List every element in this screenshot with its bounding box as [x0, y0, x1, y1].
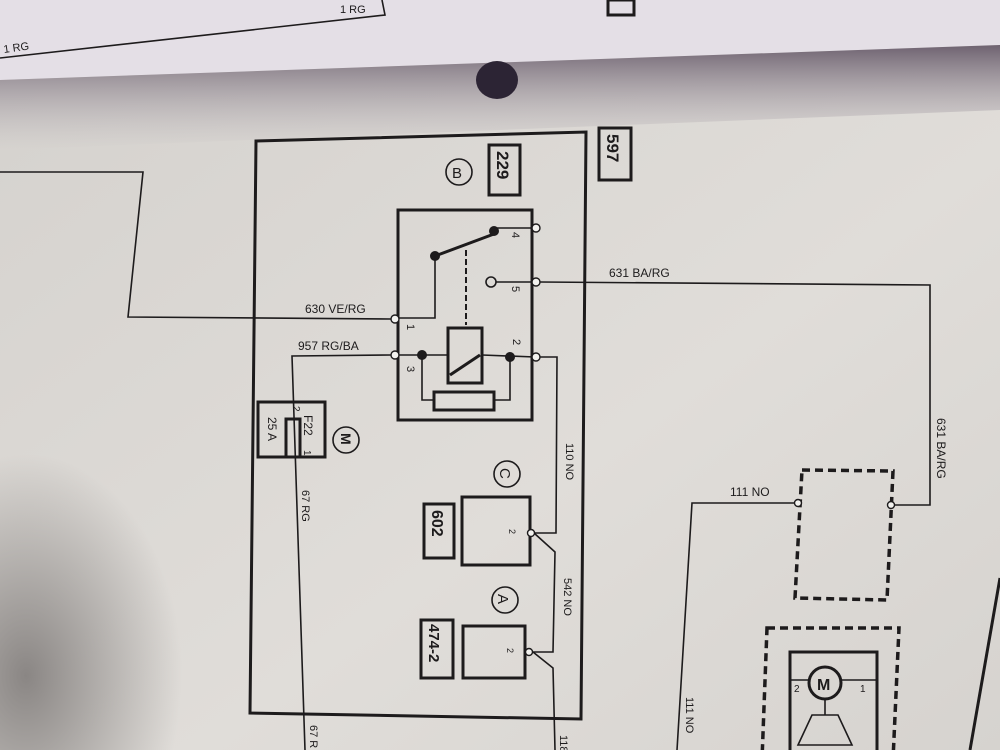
connector-c-letter-circle [493, 460, 521, 488]
wire-957-67 [291, 354, 392, 750]
enclosure-id: 597 [603, 134, 622, 162]
connector-c-id: 602 [428, 510, 445, 537]
top-box [606, 0, 636, 17]
connector-a-id: 474-2 [425, 624, 442, 662]
top-wire-label: 1 RG [340, 4, 366, 16]
pin-label: 4 [509, 232, 521, 238]
motor-box [788, 650, 879, 750]
wire-110 [533, 356, 558, 534]
wire-111 [676, 502, 796, 750]
wire-label: 111 NO [683, 697, 695, 734]
wire-542 [533, 532, 556, 653]
wire-label: 67 RG [299, 490, 311, 522]
fuse-name: F22 [301, 415, 315, 436]
pin-label: 2 [794, 684, 800, 695]
relay-resistor [432, 390, 496, 412]
page-edge-line [968, 577, 1000, 750]
motor-symbol: M [817, 677, 830, 694]
wire-118 [532, 651, 556, 750]
wire-630 [0, 171, 392, 320]
pin-label: 1 [404, 324, 416, 330]
speaker-horn-icon [796, 714, 854, 746]
connector-a-id-box [419, 618, 455, 680]
fuse-rating: 25 A [265, 417, 279, 441]
enclosure-id-box [597, 126, 633, 182]
relay-id: 229 [493, 151, 512, 179]
wire-label: 110 NO [563, 443, 575, 481]
wire-label: 111 NO [730, 485, 770, 499]
relay-letter-circle [445, 158, 473, 186]
wire-label: 542 NO [561, 578, 573, 616]
pin-label: 5 [509, 286, 521, 292]
pin-label: 3 [404, 366, 416, 372]
wire-label: 631 BA/RG [609, 266, 670, 280]
wire-label: 631 BA/RG [934, 418, 948, 479]
wire-label: 630 VE/RG [305, 302, 366, 316]
top-wire [0, 0, 386, 59]
enclosure-597 [248, 130, 588, 721]
binder-ring-hole [476, 61, 518, 99]
fuse-letter-circle [332, 426, 360, 454]
connector-a-letter: A [494, 594, 511, 604]
pin-label: 2 [510, 339, 522, 345]
hand-shadow [0, 380, 260, 750]
fuse-f22 [284, 417, 302, 459]
connector-c-id-box [422, 502, 456, 560]
wire-label: 957 RG/BA [298, 339, 359, 353]
pin-label: 1 [301, 450, 312, 456]
connector-c-letter: C [496, 468, 513, 479]
relay-letter: B [452, 165, 462, 182]
fuse-letter: M [338, 433, 354, 445]
relay-switch-arm [434, 232, 495, 258]
dashed-module [793, 468, 895, 602]
relay-229 [396, 208, 534, 422]
pin-label: 2 [505, 648, 515, 653]
overlapping-page [0, 0, 1000, 80]
pin-label: 2 [290, 406, 301, 412]
pin-label: 2 [507, 529, 517, 534]
pin-label: 1 [860, 684, 866, 695]
top-wire-label: 1 RG [3, 41, 30, 56]
connector-a-letter-circle [491, 586, 519, 614]
wire-label: 67 R [307, 725, 319, 748]
wire-label: 118 [557, 735, 569, 750]
relay-id-box [487, 143, 522, 197]
wire-631 [539, 281, 931, 506]
